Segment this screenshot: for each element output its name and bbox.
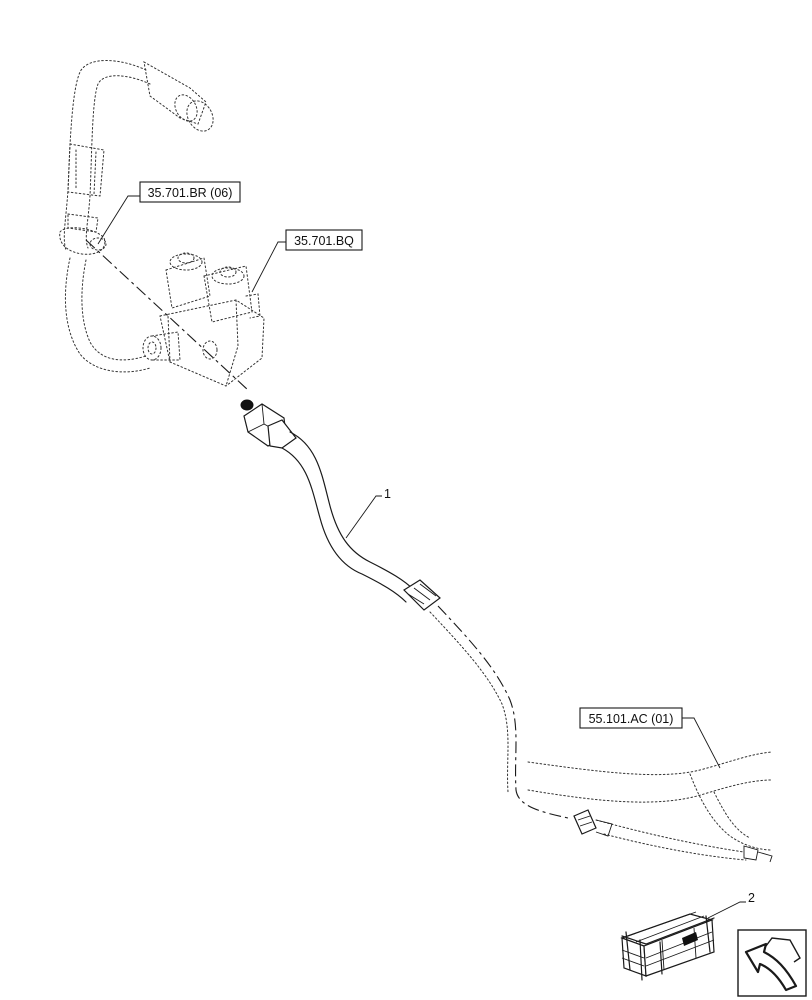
solenoid-valve-block [142, 252, 265, 387]
next-page-arrow-icon[interactable] [737, 929, 807, 997]
assembly-centerline [85, 239, 249, 391]
reference-label-35-701-bq[interactable]: 35.701.BQ [251, 229, 363, 293]
connector-phantom-line [429, 605, 569, 819]
reference-box[interactable] [139, 181, 241, 203]
reference-text: 35.701.BR (06) [148, 186, 233, 200]
main-harness [527, 751, 773, 863]
reference-label-35-701-br[interactable]: 35.701.BR (06) [97, 181, 241, 245]
wooden-crate-icon: 2 [620, 891, 755, 981]
pressure-switch-harness: 1 [240, 399, 441, 611]
callout-item-2: 2 [748, 891, 755, 905]
reference-text: 55.101.AC (01) [589, 712, 674, 726]
callout-item-1: 1 [384, 487, 391, 501]
hydraulic-hose-upper [59, 60, 214, 373]
reference-box[interactable] [285, 229, 363, 251]
reference-text: 35.701.BQ [294, 234, 354, 248]
reference-label-55-101-ac[interactable]: 55.101.AC (01) [579, 707, 721, 769]
